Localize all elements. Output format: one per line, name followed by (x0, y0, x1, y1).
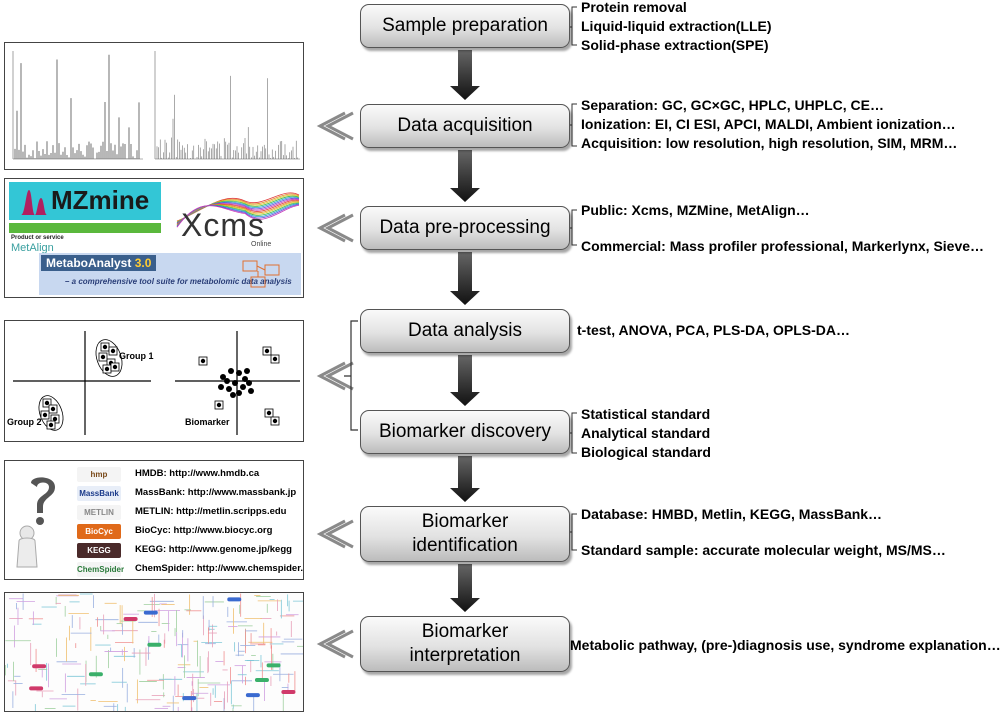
chevron-left-icon-5 (316, 629, 354, 659)
down-arrow-3 (450, 252, 480, 305)
question-figure-icon (16, 477, 55, 568)
step-biomarker-interpretation: Biomarker interpretation (360, 616, 570, 672)
chromatogram-image (12, 51, 300, 160)
database-entry-text: HMDB: http://www.hmdb.ca (135, 468, 260, 479)
step-data-analysis: Data analysis (360, 309, 570, 353)
step-sample-preparation: Sample preparation (360, 4, 570, 48)
chevron-left-icon-4 (316, 519, 354, 549)
metalign-menu-bar (9, 223, 161, 233)
chevron-left-icon-3 (316, 361, 354, 391)
database-logo: hmp (77, 467, 121, 482)
pathway-map-panel (4, 592, 304, 712)
software-panel: MZmine Product or service MetAlign Xcms … (4, 178, 304, 298)
down-arrow-2 (450, 150, 480, 202)
desc-data-analysis: t-test, ANOVA, PCA, PLS-DA, OPLS-DA… (577, 322, 851, 338)
step-biomarker-discovery: Biomarker discovery (360, 410, 570, 454)
desc-data-acquisition: Separation: GC, GC×GC, HPLC, UHPLC, CE… … (581, 97, 958, 151)
mzmine-peak-icon (21, 190, 47, 215)
database-entry-text: METLIN: http://metlin.scripps.edu (135, 506, 287, 517)
database-entry-text: KEGG: http://www.genome.jp/kegg (135, 544, 292, 555)
metaboanalyst-graphic (242, 260, 280, 288)
desc-biomarker-identification: Database: HMBD, Metlin, KEGG, MassBank… … (581, 506, 946, 558)
database-logo: MassBank (77, 486, 121, 501)
step-data-acquisition: Data acquisition (360, 104, 570, 148)
step-data-preprocessing: Data pre-processing (360, 206, 570, 250)
down-arrow-6 (450, 564, 480, 612)
step-biomarker-identification: Biomarker identification (360, 506, 570, 562)
desc-data-preprocessing: Public: Xcms, MZMine, MetAlign… Commerci… (581, 202, 985, 254)
desc-sample-preparation: Protein removal Liquid-liquid extraction… (581, 0, 772, 53)
xcms-logo (176, 192, 300, 228)
database-entry-text: MassBank: http://www.massbank.jp (135, 487, 297, 498)
down-arrow-4 (450, 355, 480, 406)
desc-biomarker-interpretation: Metabolic pathway, (pre-)diagnosis use, … (570, 637, 1000, 653)
desc-biomarker-discovery: Statistical standard Analytical standard… (581, 406, 711, 460)
down-arrow-5 (450, 456, 480, 502)
down-arrow-1 (450, 50, 480, 100)
score-plot-image (13, 331, 300, 435)
pathway-map-image (5, 593, 303, 711)
analysis-panel: Group 1 Group 2 Biomarker (4, 320, 304, 442)
mzmine-logo: MZmine (9, 182, 161, 220)
database-logo: KEGG (77, 543, 121, 558)
chevron-left-icon-2 (316, 213, 354, 243)
database-entry-text: ChemSpider: http://www.chemspider.com (135, 563, 304, 574)
analysis-bracket (344, 320, 358, 431)
chevron-left-icon-1 (316, 111, 354, 141)
database-logo: BioCyc (77, 524, 121, 539)
database-logo: ChemSpider (77, 562, 124, 577)
database-logo: METLIN (77, 505, 121, 520)
metaboanalyst-banner: MetaboAnalyst 3.0 – a comprehensive tool… (39, 253, 301, 295)
chromatogram-panel (4, 42, 304, 170)
database-entry-text: BioCyc: http://www.biocyc.org (135, 525, 273, 536)
